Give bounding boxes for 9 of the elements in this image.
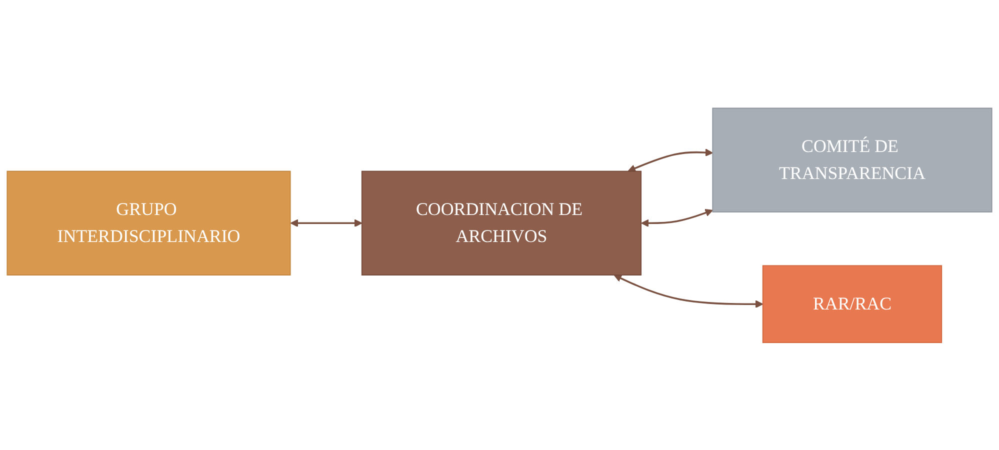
node-box [762,264,942,343]
arrow [628,148,714,172]
arrow [290,218,362,227]
org-diagram: GRUPO INTERDISCIPLINARIO COORDINACION DE ARCHIVOS COMITÉ DE TRANSPARENCIA RAR/RAC [0,100,999,350]
arrow [614,274,764,308]
node-box [6,170,291,276]
node-box [361,170,642,276]
node-box [712,107,992,212]
arrow [641,208,714,227]
